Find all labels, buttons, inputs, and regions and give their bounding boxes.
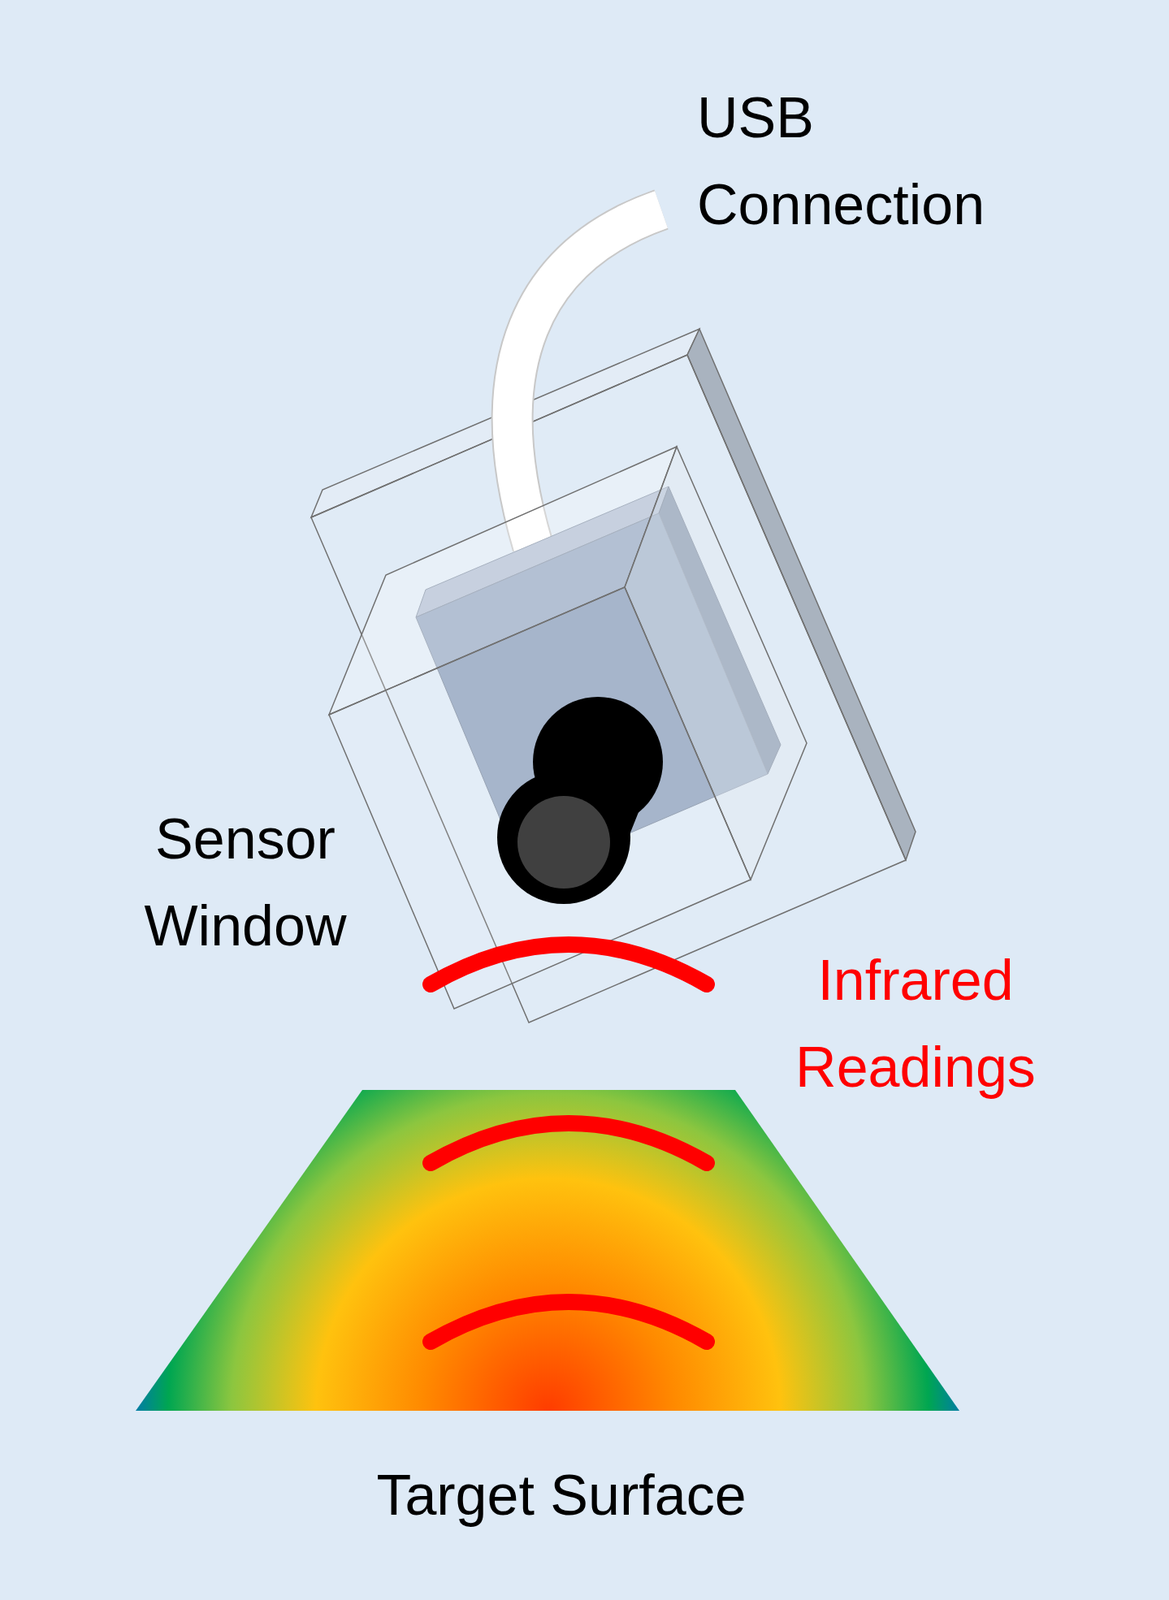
infrared-wave <box>430 1123 707 1164</box>
sensor-lens <box>517 796 611 889</box>
infrared-wave <box>430 944 707 985</box>
lens-housing <box>497 770 631 905</box>
sensor-window-label: Sensor Window <box>103 796 388 970</box>
window-box-front <box>329 587 751 1009</box>
infrared-wave <box>430 1302 707 1343</box>
target-surface <box>135 1090 960 1412</box>
plate-front <box>311 355 906 1023</box>
target-label: Target Surface <box>293 1452 830 1540</box>
infrared-label: Infrared Readings <box>757 937 1074 1112</box>
usb-label: USB Connection <box>697 74 1022 249</box>
